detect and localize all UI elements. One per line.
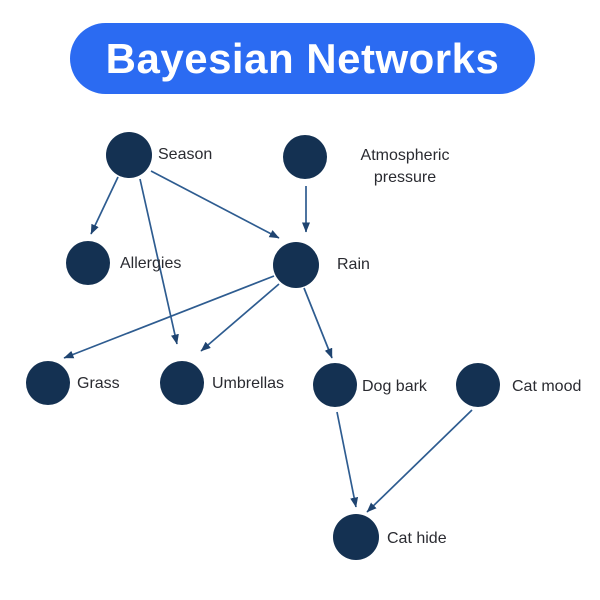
edge-rain-to-umbrellas — [200, 283, 280, 352]
node-season — [106, 132, 152, 178]
node-umbrellas — [160, 361, 204, 405]
node-label-allergies: Allergies — [120, 255, 181, 272]
edge-rain-to-grass — [63, 275, 275, 359]
node-label-rain: Rain — [337, 256, 370, 273]
edges-layer — [63, 170, 473, 513]
node-label-grass: Grass — [77, 375, 120, 392]
node-dog-bark — [313, 363, 357, 407]
node-label-cat-mood: Cat mood — [512, 378, 581, 395]
node-label-dog-bark: Dog bark — [362, 378, 428, 395]
nodes-layer — [26, 132, 500, 560]
node-cat-hide — [333, 514, 379, 560]
node-label-cat-hide: Cat hide — [387, 530, 447, 547]
edge-rain-to-dog-bark — [303, 287, 333, 359]
page-title: Bayesian Networks — [105, 34, 500, 82]
edge-dog-bark-to-cat-hide — [336, 411, 359, 508]
node-label-umbrellas: Umbrellas — [212, 375, 284, 392]
node-grass — [26, 361, 70, 405]
node-label-season: Season — [158, 146, 212, 163]
node-allergies — [66, 241, 110, 285]
node-atmospheric-pressure — [283, 135, 327, 179]
edge-season-to-allergies — [90, 176, 119, 235]
edge-season-to-rain — [150, 170, 280, 239]
node-cat-mood — [456, 363, 500, 407]
edge-cat-mood-to-cat-hide — [366, 409, 473, 513]
title-badge: Bayesian Networks — [70, 23, 535, 94]
node-rain — [273, 242, 319, 288]
